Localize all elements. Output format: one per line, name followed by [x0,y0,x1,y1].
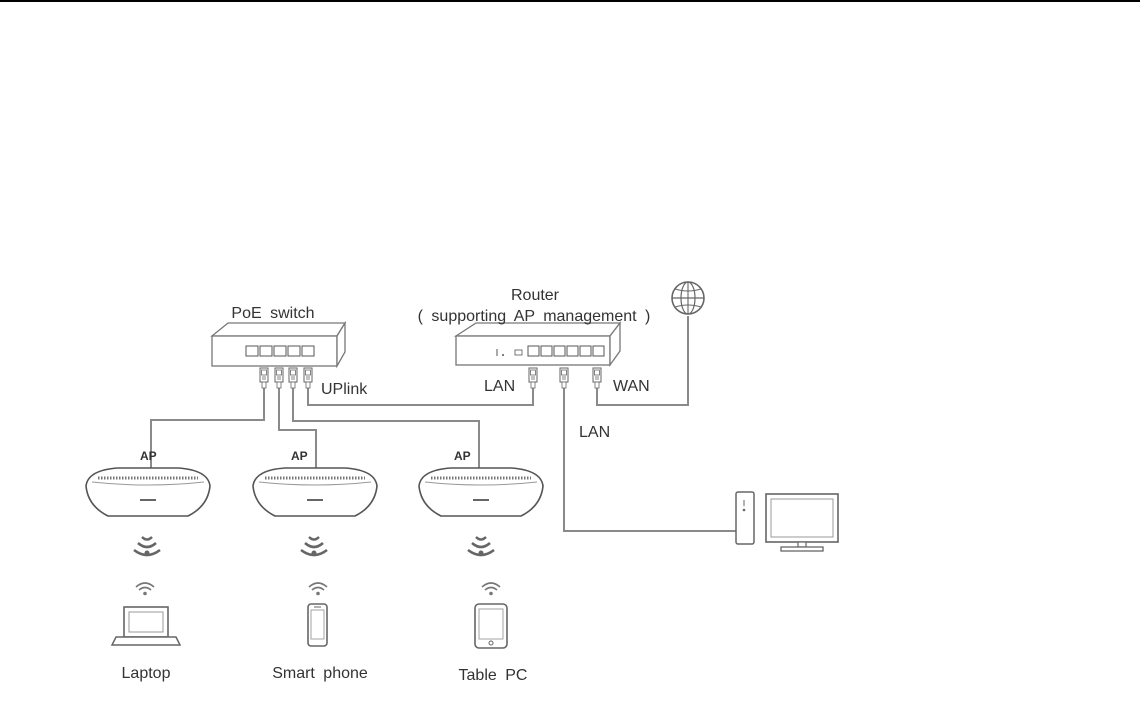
ap3-label: AP [454,449,471,463]
router-icon [456,323,620,365]
cable-switch-to-ap3 [293,388,479,470]
poe-switch-icon [212,323,345,366]
lan-down-label: LAN [579,424,610,441]
desktop-pc-icon [736,492,838,551]
lan-left-label: LAN [484,378,515,395]
smartphone-label: Smart phone [272,665,368,682]
tablet-icon [475,604,507,648]
rj45-connector-icon [260,368,601,388]
wan-label: WAN [613,378,650,395]
tablet-label: Table PC [459,667,528,684]
ap1-label: AP [140,449,157,463]
laptop-icon [112,607,180,645]
cable-switch-to-ap1 [151,388,264,470]
router-label: Router [511,287,560,304]
smartphone-icon [308,604,327,646]
router-sublabel: ( supporting AP management ) [418,308,651,325]
globe-icon [672,282,704,314]
uplink-label: UPlink [321,381,368,398]
laptop-label: Laptop [122,665,171,682]
poe-switch-label: PoE switch [231,305,314,322]
ap2-label: AP [291,449,308,463]
wifi-signal-icon [134,537,500,595]
cable-router-lan-to-pc [564,388,736,531]
access-point-icon [86,468,543,516]
